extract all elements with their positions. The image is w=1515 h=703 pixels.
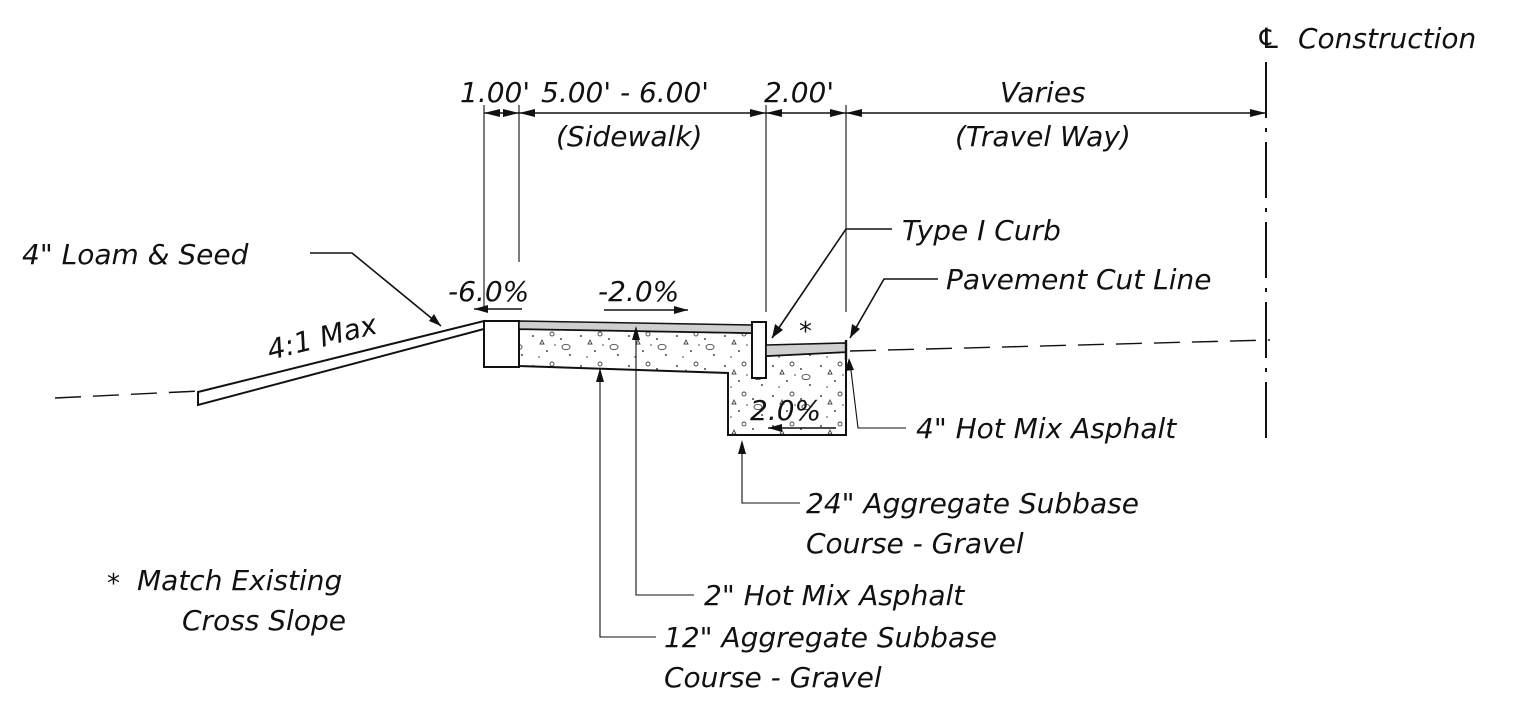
slope-arrow-sidewalk xyxy=(604,306,688,314)
note-line1: Match Existing xyxy=(137,564,342,597)
slope-buffer-label: -6.0% xyxy=(448,275,529,308)
callout-subbase12-line1: 12" Aggregate Subbase xyxy=(664,621,997,654)
existing-ground-left xyxy=(54,390,201,399)
leader-cut-line xyxy=(849,278,938,339)
callout-curb: Type I Curb xyxy=(902,214,1061,247)
callout-loam-seed: 4" Loam & Seed xyxy=(22,238,249,271)
buffer-block xyxy=(483,320,520,368)
match-slope-marker: * xyxy=(799,317,812,347)
slope-arrow-subbase xyxy=(768,424,836,432)
callout-cut-line: Pavement Cut Line xyxy=(946,263,1212,296)
leader-hma-road xyxy=(845,358,906,429)
existing-ground-right xyxy=(849,339,1271,352)
slope-arrow-buffer xyxy=(474,305,522,313)
dim-sidewalk-name: (Sidewalk) xyxy=(556,120,702,153)
centerline-label: Construction xyxy=(1298,22,1476,55)
slope-subbase-label: 2.0% xyxy=(750,394,821,427)
note-line2: Cross Slope xyxy=(182,604,346,637)
callout-subbase24-line1: 24" Aggregate Subbase xyxy=(806,487,1139,520)
leader-subbase24 xyxy=(738,440,800,504)
dim-shoulder-label: 2.00' xyxy=(764,76,834,109)
note-marker: * xyxy=(107,569,120,599)
leader-loam-seed xyxy=(310,252,442,327)
callout-hma-sidewalk: 2" Hot Mix Asphalt xyxy=(704,579,965,612)
type-i-curb xyxy=(751,321,767,379)
callout-subbase12-line2: Course - Gravel xyxy=(664,661,882,694)
dim-travel-name: (Travel Way) xyxy=(955,120,1131,153)
leader-subbase12 xyxy=(596,368,656,638)
dim-travel-width: Varies xyxy=(1000,76,1086,109)
callout-subbase24-line2: Course - Gravel xyxy=(806,527,1024,560)
dim-buffer-label: 1.00' xyxy=(460,76,530,109)
dim-sidewalk-width: 5.00' - 6.00' xyxy=(541,76,709,109)
centerline-symbol: ℄ xyxy=(1256,22,1281,55)
leader-curb xyxy=(771,228,892,339)
dimension-arrows xyxy=(484,109,1266,117)
callout-hma-road: 4" Hot Mix Asphalt xyxy=(916,412,1177,445)
slope-sidewalk-label: -2.0% xyxy=(598,275,679,308)
leader-hma-sidewalk xyxy=(632,326,694,596)
